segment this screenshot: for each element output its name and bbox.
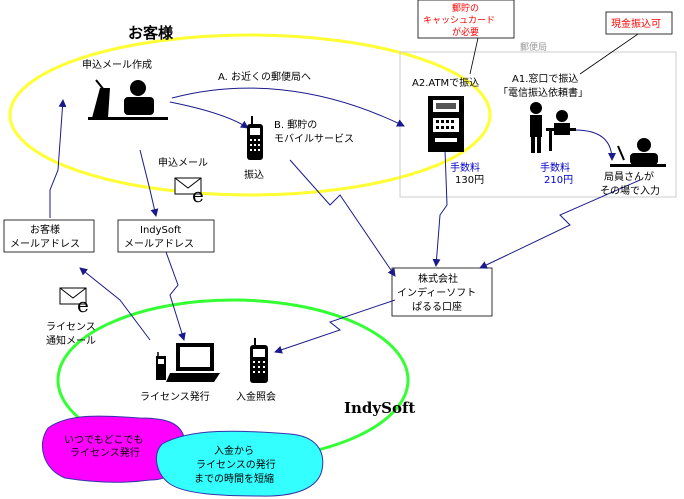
bubble-cyan [155, 430, 324, 497]
svg-text:e: e [77, 293, 89, 317]
callout-cash-line [579, 33, 639, 75]
arrow-to-address-customer [49, 99, 67, 218]
indy-address-line1: IndySoft [140, 225, 181, 236]
staff-line2: その場で入力 [600, 184, 660, 197]
license-mail-line1: ライセンス [46, 321, 96, 333]
callout-atm-card-box [417, 0, 515, 39]
customer-ellipse [8, 33, 492, 197]
fee-atm-value: 130円 [455, 175, 484, 186]
arrow-laptop-to-license-mail [79, 267, 151, 341]
mobile-phone-icon [247, 116, 263, 160]
account-line1: 株式会社 [418, 272, 458, 285]
indysoft-title: IndySoft [344, 399, 415, 417]
atm-label: A2.ATMで振込 [412, 76, 479, 89]
arrow-atm-to-account [432, 149, 448, 267]
bubble-cyan-line1: 入金から [214, 444, 254, 457]
account-line3: ぱるる口座 [412, 300, 462, 313]
post-office-label: 郵便局 [520, 41, 547, 53]
callout-atm-card-1: 郵貯の [452, 2, 479, 14]
indy-address-line2: メールアドレス [124, 239, 194, 250]
postal-staff-icon [610, 138, 666, 167]
arrow-account-to-check [274, 299, 396, 354]
indy-address-box [117, 219, 215, 253]
route-b-action: 振込 [244, 168, 264, 181]
counter-line2: 「電信振込依頼書」 [498, 86, 588, 99]
fee-counter-label: 手数料 [540, 161, 570, 174]
arrow-to-indy-address [139, 149, 159, 217]
person-at-computer-icon [88, 79, 168, 120]
bubble-cyan-line2: ライセンスの発行 [196, 458, 276, 471]
arrow-counter-to-staff [574, 129, 616, 161]
svg-text:e: e [192, 183, 204, 207]
mobile-phone-check-icon [250, 338, 268, 383]
arrow-indy-to-laptop [165, 251, 186, 341]
customer-address-box [3, 219, 95, 253]
callout-cash-box [605, 11, 673, 35]
arrow-staff-to-account [479, 179, 641, 269]
license-mail-icon: e [59, 287, 89, 317]
callout-cash: 現金振込可 [611, 17, 661, 30]
arrow-to-post-office [171, 87, 405, 127]
callout-atm-card-3: が必要 [452, 26, 479, 38]
account-box [391, 267, 493, 317]
route-b-line1: B. 郵貯の [274, 119, 317, 131]
bubble-magenta-line2: ライセンス発行 [70, 446, 140, 459]
license-issue-label: ライセンス発行 [140, 390, 210, 403]
customer-address-line2: メールアドレス [10, 239, 80, 250]
compose-label: 申込メール作成 [82, 58, 152, 71]
account-line2: インディーソフト [397, 286, 476, 299]
callout-atm-card-2: キャッシュカード [423, 15, 495, 26]
callout-atm-card-line [469, 37, 479, 75]
printer-icon [156, 352, 166, 380]
atm-machine-icon [428, 96, 464, 152]
bubble-magenta-line1: いつでもどこでも [64, 434, 144, 446]
route-b-line2: モバイルサービス [274, 133, 354, 145]
staff-line1: 局員さんが [604, 170, 654, 183]
customer-address-line1: お客様 [30, 223, 60, 236]
arrow-to-mobile [169, 101, 249, 129]
bubble-cyan-line3: までの時間を短縮 [194, 472, 274, 485]
laptop-icon [166, 343, 220, 382]
counter-teller-icon [530, 102, 576, 153]
counter-line1: A1.窓口で振込 [512, 72, 578, 85]
fee-atm-label: 手数料 [450, 161, 480, 174]
email-e-icon: e [174, 177, 204, 207]
customer-title: お客様 [128, 24, 174, 42]
route-a-label: A. お近くの郵便局へ [218, 70, 311, 83]
license-mail-line2: 通知メール [46, 334, 96, 347]
fee-counter-value: 210円 [544, 175, 573, 186]
payment-check-label: 入金照会 [236, 390, 276, 403]
apply-mail-label: 申込メール [158, 156, 208, 169]
arrow-mobile-to-account [289, 159, 396, 277]
